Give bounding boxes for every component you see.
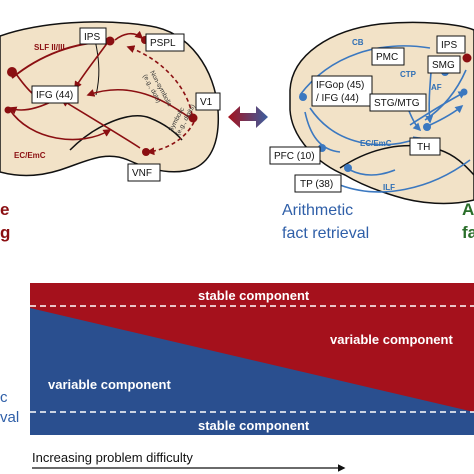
- right-box-tp: [294, 174, 342, 193]
- right-label-stgmtg: STG/MTG: [374, 98, 420, 109]
- far-right-caption-line1: A: [462, 200, 474, 219]
- left-label-ips: IPS: [84, 32, 100, 43]
- right-caption-line2: fact retrieval: [282, 225, 369, 242]
- left-caption-line2: g: [0, 223, 10, 242]
- left-node-ips: [105, 36, 115, 46]
- top-variable-label: variable component: [330, 332, 453, 347]
- right-tract-ecemc: [309, 107, 422, 146]
- left-path-ips-ifg: [74, 41, 109, 90]
- right-label-pfc: PFC (10): [274, 151, 315, 162]
- left-node-frontal: [7, 67, 17, 77]
- right-path-tp: [349, 169, 396, 176]
- right-path-th-af: [429, 104, 464, 126]
- right-tract-af-2: [409, 91, 467, 126]
- right-node-af: [460, 88, 468, 96]
- right-box-pmc: [371, 47, 405, 66]
- left-path-v1-vnf-symbolic: [146, 121, 195, 156]
- right-tract-cb: [299, 45, 431, 96]
- left-node-ecemc: [4, 106, 12, 114]
- component-chart: stable component variable component vari…: [0, 283, 474, 472]
- left-box-ips: [79, 27, 107, 45]
- right-box-ifgop: [311, 75, 373, 107]
- left-path-v1-ips-nonsymbolic: [126, 45, 193, 116]
- bottom-variable-label: variable component: [48, 377, 171, 392]
- x-axis-label: Increasing problem difficulty: [32, 450, 193, 465]
- right-tract-label-ilf: ILF: [383, 183, 395, 192]
- right-label-th: TH: [417, 142, 430, 153]
- left-brain-panel: IPS PSPL IFG (44) V1 VNF SLF II/III EC/E…: [0, 21, 221, 242]
- right-path-pfc: [304, 111, 341, 153]
- left-path-v1-ifg: [86, 88, 191, 119]
- left-label-vnf: VNF: [132, 168, 152, 179]
- left-tract-ecemc: [9, 109, 112, 141]
- right-node-ifg: [299, 93, 307, 101]
- right-box-pfc: [269, 146, 321, 165]
- left-node-v1: [188, 113, 198, 123]
- left-label-v1: V1: [200, 97, 213, 108]
- right-node-ips: [462, 53, 472, 63]
- right-tract-label-ctp: CTP: [400, 70, 417, 79]
- right-label-ips: IPS: [441, 40, 457, 51]
- left-tract-label-slf: SLF II/III: [34, 43, 65, 52]
- right-tract-label-af: AF: [431, 83, 442, 92]
- right-caption-line1: Arithmetic: [282, 202, 353, 219]
- left-path-ips-pspl: [114, 30, 144, 41]
- right-node-th: [423, 123, 431, 131]
- left-caption-line1: e: [0, 200, 9, 219]
- left-brain-sulcus-2: [94, 39, 100, 96]
- double-arrow-shape: [228, 106, 268, 128]
- far-right-caption-line2: fa: [462, 223, 474, 242]
- right-brain-panel: IPS PMC SMG IFGop (45) / IFG (44) STG/MT…: [269, 21, 474, 242]
- chart-left-label-line2: val: [0, 409, 19, 426]
- left-box-vnf: [127, 163, 161, 182]
- right-tract-label-cb: CB: [352, 38, 364, 47]
- left-box-pspl: [145, 33, 185, 52]
- right-tract-ilf: [339, 159, 471, 193]
- left-tract-label-ecemc: EC/EmC: [14, 151, 46, 160]
- left-node-vnf: [142, 148, 150, 156]
- right-box-th: [409, 137, 441, 156]
- left-label-pspl: PSPL: [150, 38, 176, 49]
- right-tract-label-ecemc: EC/EmC: [360, 139, 392, 148]
- left-box-ifg44: [31, 85, 79, 104]
- double-arrow: [228, 106, 268, 128]
- bottom-stable-label: stable component: [198, 418, 310, 433]
- left-path-vnf-ifg: [60, 99, 141, 149]
- right-label-ifg44: / IFG (44): [316, 93, 359, 104]
- right-label-tp: TP (38): [300, 179, 333, 190]
- right-box-smg: [427, 55, 461, 74]
- right-label-smg: SMG: [432, 60, 455, 71]
- right-node-tp: [344, 164, 352, 172]
- right-box-ips: [436, 35, 466, 54]
- left-label-ifg44: IFG (44): [36, 90, 73, 101]
- top-stable-label: stable component: [198, 288, 310, 303]
- left-box-v1: [195, 92, 221, 111]
- chart-red-region: [30, 283, 474, 412]
- right-box-stgmtg: [369, 93, 427, 112]
- right-tract-af: [424, 69, 467, 121]
- right-label-pmc: PMC: [376, 52, 398, 63]
- left-brain-sulcus: [69, 115, 183, 151]
- chart-left-label-line1: c: [0, 389, 8, 406]
- right-label-ifgop: IFGop (45): [316, 80, 364, 91]
